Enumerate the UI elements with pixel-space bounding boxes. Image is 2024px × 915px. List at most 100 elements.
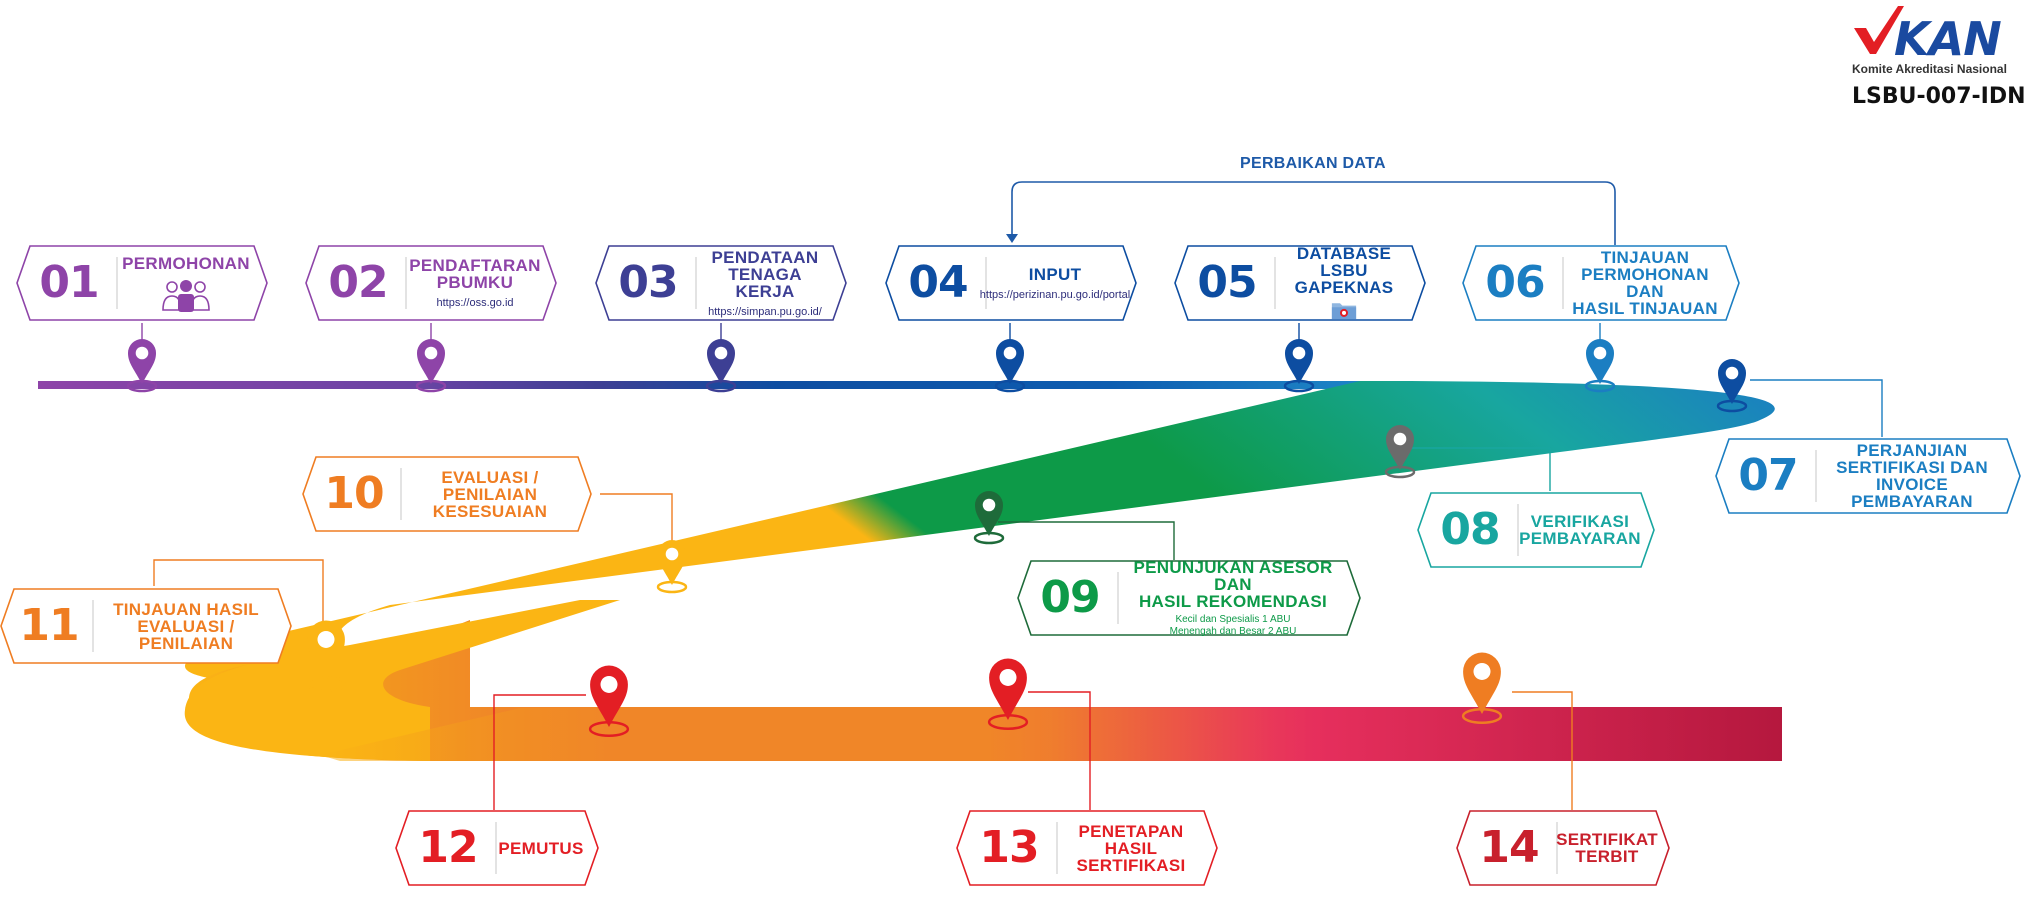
step-number: 10 [324, 468, 384, 519]
step-title-line: DATABASE [1296, 244, 1392, 263]
pin-01 [126, 339, 158, 393]
road-bottom-shade [320, 708, 1782, 761]
step-title-line: EVALUASI / PENILAIAN [441, 467, 539, 504]
pin-06 [1584, 339, 1616, 393]
step-divider [1274, 257, 1276, 309]
feedback-label: PERBAIKAN DATA [1240, 155, 1386, 172]
step-link: https://oss.go.id [436, 297, 514, 309]
step-link: https://perizinan.pu.go.id/portal [979, 288, 1131, 301]
connector-12 [493, 694, 586, 810]
people-icon [162, 279, 210, 312]
step-title-line: PENETAPAN [1078, 821, 1184, 841]
step-note: Menengah dan Besar 2 ABU [1169, 625, 1297, 637]
step-title-line: PENDATAAN [711, 247, 819, 267]
step-content: PEMUTUS [498, 810, 583, 886]
pin-05 [1283, 339, 1315, 393]
road-right-curve [185, 381, 1775, 684]
step-number: 08 [1440, 504, 1500, 555]
step-number: 13 [979, 822, 1039, 873]
feedback-arrow [1011, 181, 1616, 245]
logo-org-name: Komite Akreditasi Nasional [1852, 62, 2007, 76]
step-number: 14 [1479, 822, 1539, 873]
step-divider [92, 600, 94, 652]
step-divider [116, 257, 118, 309]
step-title-line: INVOICE PEMBAYARAN [1851, 475, 1973, 511]
step-divider [495, 822, 497, 874]
step-number: 03 [618, 257, 678, 308]
step-number: 11 [19, 600, 79, 651]
step-title-line: PERMOHONAN DAN [1581, 265, 1709, 301]
step-title-line: EVALUASI / PENILAIAN [137, 616, 235, 653]
step-note: Kecil dan Spesialis 1 ABU [1175, 613, 1291, 625]
pin-08 [1384, 425, 1416, 479]
pin-14 [1461, 652, 1503, 724]
step-title-line: TENAGA KERJA [728, 264, 802, 301]
step-number: 12 [418, 822, 478, 873]
step-divider [985, 257, 987, 309]
step-title-line: TINJAUAN [1600, 248, 1690, 267]
connector-08 [1400, 447, 1551, 491]
step-number: 07 [1738, 450, 1798, 501]
step-number: 02 [328, 257, 388, 308]
step-number: 06 [1485, 257, 1545, 308]
step-number: 01 [39, 257, 99, 308]
connector-07 [1750, 379, 1883, 437]
step-12: 12 PEMUTUS [395, 810, 599, 886]
step-title: PEMUTUS [498, 840, 583, 857]
step-divider [1556, 822, 1558, 874]
step-title-line: PERMOHONAN [122, 253, 250, 273]
pin-07 [1716, 359, 1748, 413]
step-title: INPUT [1029, 266, 1082, 283]
pin-04 [994, 339, 1026, 393]
step-01: 01 PERMOHONAN [16, 245, 268, 321]
connector-14 [1512, 691, 1573, 810]
step-title: PERMOHONAN [122, 255, 250, 272]
logo-brand: KAN [1894, 12, 2002, 66]
step-title-line: HASIL TINJAUAN [1572, 299, 1718, 318]
step-divider [1815, 450, 1817, 502]
pin-10 [656, 540, 688, 594]
step-title-line: LSBU GAPEKNAS [1294, 261, 1394, 297]
kan-logo: KAN Komite Akreditasi Nasional LSBU-007-… [1852, 4, 2024, 114]
step-title-line: PENDAFTARAN [409, 256, 541, 275]
connector-11 [153, 559, 324, 625]
folder-icon [1331, 303, 1357, 320]
step-divider [400, 468, 402, 520]
step-number: 09 [1040, 572, 1100, 623]
connector-10 [600, 493, 673, 545]
step-title-line: TINJAUAN HASIL [113, 599, 259, 619]
pin-03 [705, 339, 737, 393]
step-title-line: PBUMKU [436, 273, 514, 292]
step-divider [1056, 822, 1058, 874]
pin-09 [973, 491, 1005, 545]
